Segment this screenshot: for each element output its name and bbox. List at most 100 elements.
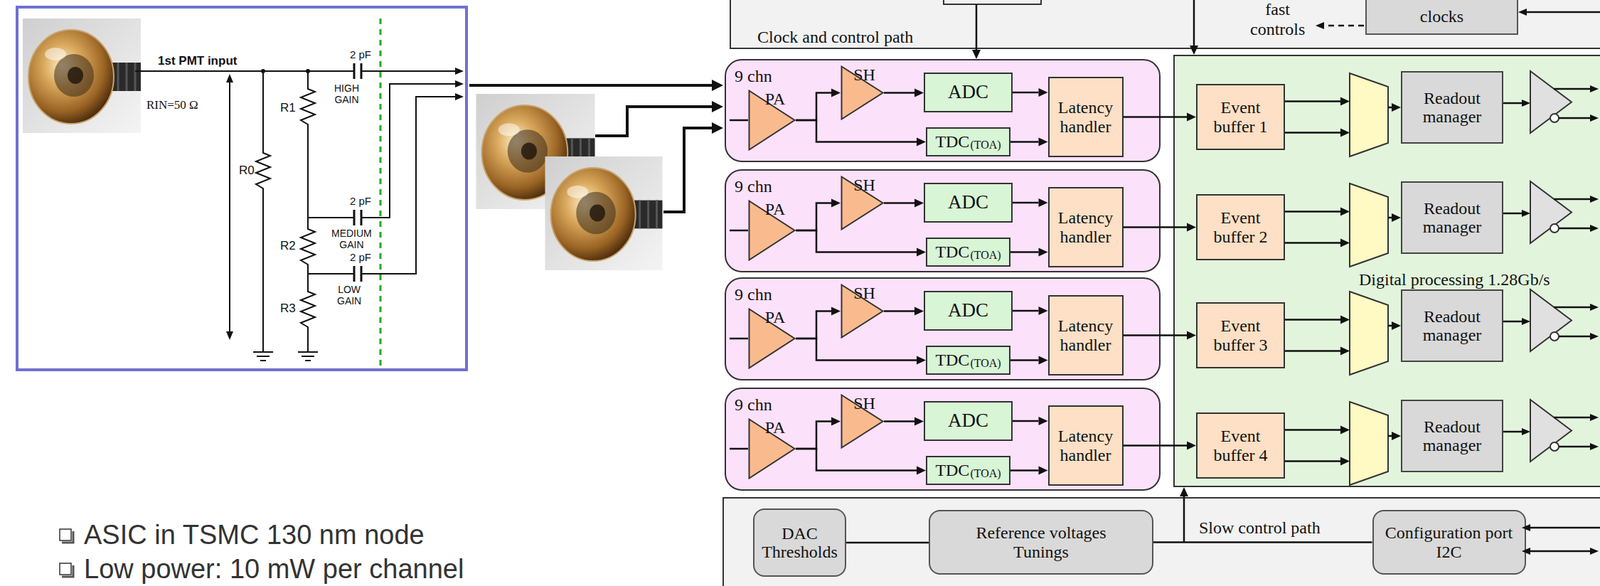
- amplifier-triangle: PA: [748, 418, 796, 480]
- circuit-frame: [17, 7, 467, 370]
- label-text: R1: [280, 100, 296, 116]
- label-text: 2 pF: [349, 251, 372, 264]
- dashed-boundary: [379, 18, 382, 367]
- label-text: MEDIUM GAIN: [331, 227, 372, 251]
- buffer-box: Event buffer 3: [1196, 302, 1285, 369]
- bullet-symbol: [59, 529, 74, 543]
- node-text: (TOA): [969, 138, 1001, 152]
- connector-path: [1153, 541, 1373, 544]
- node-text: 9 chn: [734, 66, 773, 86]
- buffer-box: Event buffer 2: [1196, 194, 1285, 261]
- node-text: DAC Thresholds: [758, 524, 841, 562]
- control-wire: [1183, 497, 1186, 542]
- node-text: 9 chn: [734, 395, 773, 414]
- connector-path: [883, 201, 915, 205]
- label-text: RIN=50 Ω: [146, 98, 199, 113]
- converter-box: TDC(TOA): [925, 127, 1011, 157]
- connector-path: [1388, 324, 1392, 328]
- node-text: Digital processing 1.28Gb/s: [1358, 270, 1551, 289]
- amplifier-triangle: SH: [840, 283, 884, 339]
- connector-arrow: [1179, 487, 1189, 498]
- connector-path: [1388, 435, 1392, 438]
- node-text: PA: [765, 307, 786, 327]
- manager-box: Readout manager: [1400, 181, 1504, 254]
- label-text: Low power: 10 mW per channel: [83, 553, 464, 584]
- label-text: R3: [280, 301, 296, 316]
- node-text: TDC: [935, 132, 970, 151]
- label-text: fast controls: [1250, 0, 1305, 40]
- converter-box: ADC: [923, 401, 1013, 441]
- junction-dot: [305, 68, 311, 74]
- buffer-box: Event buffer 1: [1196, 83, 1285, 151]
- label-text: 2 pF: [349, 194, 372, 207]
- node-text: SH: [853, 393, 876, 413]
- node-text: ADC: [947, 192, 989, 214]
- node-text: Reference voltages Tunings: [969, 523, 1113, 562]
- connector-path: [846, 541, 929, 544]
- node-text: Readout manager: [1416, 307, 1488, 345]
- arrow-head: [455, 93, 464, 101]
- connector-path: [1183, 496, 1186, 498]
- node-text: Clock and control path: [757, 27, 914, 47]
- bullet-symbol: [59, 563, 74, 577]
- connector-path: [1284, 131, 1341, 134]
- arrow-head: [711, 122, 724, 134]
- node-text: PA: [765, 199, 786, 219]
- node-text: PA: [765, 89, 786, 109]
- node-text: Latency handler: [1053, 208, 1118, 247]
- manager-box: Readout manager: [1400, 289, 1504, 362]
- resistor-symbol: [256, 71, 271, 352]
- node-text: 9 chn: [734, 177, 773, 196]
- arrow-head: [1189, 45, 1199, 55]
- label-text: LOW GAIN: [337, 283, 362, 307]
- connector-path: [883, 310, 915, 313]
- connector-path: [883, 420, 915, 423]
- connector-path: [1388, 216, 1392, 220]
- channel-group: 9 chnPA SH ADC TDC(TOA) Latency handler: [724, 169, 1161, 273]
- connector-arrow: [1189, 45, 1199, 55]
- arrow-head: [455, 80, 464, 88]
- manager-box: Readout manager: [1400, 399, 1504, 473]
- converter-box: ADC: [923, 182, 1013, 223]
- arrow-head: [455, 67, 464, 75]
- converter-box: TDC(TOA): [925, 237, 1011, 267]
- buffer-box: Latency handler: [1048, 295, 1124, 376]
- connector-path: [1123, 115, 1188, 119]
- node-text: ADC: [947, 410, 989, 432]
- node-text: Latency handler: [1053, 316, 1118, 355]
- connector-path: [1123, 444, 1188, 447]
- amplifier-triangle: SH: [840, 393, 884, 449]
- connector-line: [1153, 541, 1373, 543]
- clock-box: clocks: [1365, 0, 1519, 35]
- node-text: SH: [853, 283, 876, 303]
- control-band: Clock and control path clocks: [729, 0, 1600, 50]
- connector-path: [1012, 201, 1039, 205]
- label-text: 1st PMT input: [157, 54, 237, 69]
- buffer-box: Latency handler: [1048, 405, 1124, 486]
- connector-path: [883, 91, 915, 94]
- buffer-box: Latency handler: [1048, 76, 1124, 158]
- node-text: PA: [765, 418, 786, 437]
- connector-path: [975, 49, 978, 50]
- amplifier-triangle: SH: [840, 175, 884, 231]
- node-text: (TOA): [969, 248, 1001, 262]
- node-text: Event buffer 2: [1205, 208, 1277, 247]
- channel-group: 9 chnPASHADCTDC(TOA)Latency handler: [724, 277, 1161, 381]
- connector-path: [1012, 420, 1039, 423]
- node-text: Event buffer 4: [1205, 426, 1277, 465]
- connector-path: [1012, 310, 1039, 313]
- connector-path: [1284, 318, 1341, 321]
- buffer-box: Latency handler: [1048, 187, 1124, 268]
- connector-path: [1010, 359, 1039, 362]
- circuit-wires: [135, 71, 456, 361]
- channel-group: 9 chnPASHADCTDC(TOA)Latency handler: [724, 59, 1161, 163]
- node-text: SH: [853, 65, 876, 84]
- top-block: [943, 0, 1042, 5]
- connector-path: [1284, 210, 1341, 213]
- amplifier-triangle: PA: [748, 89, 796, 151]
- label-text: R2: [280, 238, 296, 254]
- junction-dot: [260, 68, 266, 74]
- amplifier-triangle: PA: [748, 307, 796, 370]
- connector-path: [1284, 100, 1341, 103]
